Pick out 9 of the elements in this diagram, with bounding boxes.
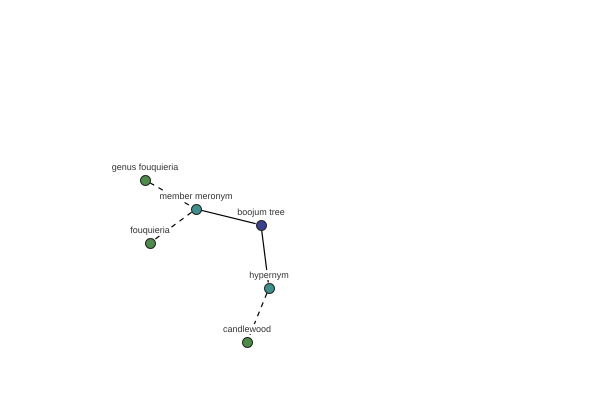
connector-line — [154, 212, 192, 240]
connector-line — [201, 210, 256, 224]
node-label: fouquieria — [129, 224, 171, 234]
node-label: boojum tree — [236, 206, 286, 216]
node-label: member meronym — [158, 190, 234, 200]
node-label: candlewood — [222, 324, 272, 334]
node-label: hypernym — [248, 270, 290, 280]
node-label: genus fouquieria — [110, 162, 180, 172]
connector-line — [248, 292, 268, 338]
